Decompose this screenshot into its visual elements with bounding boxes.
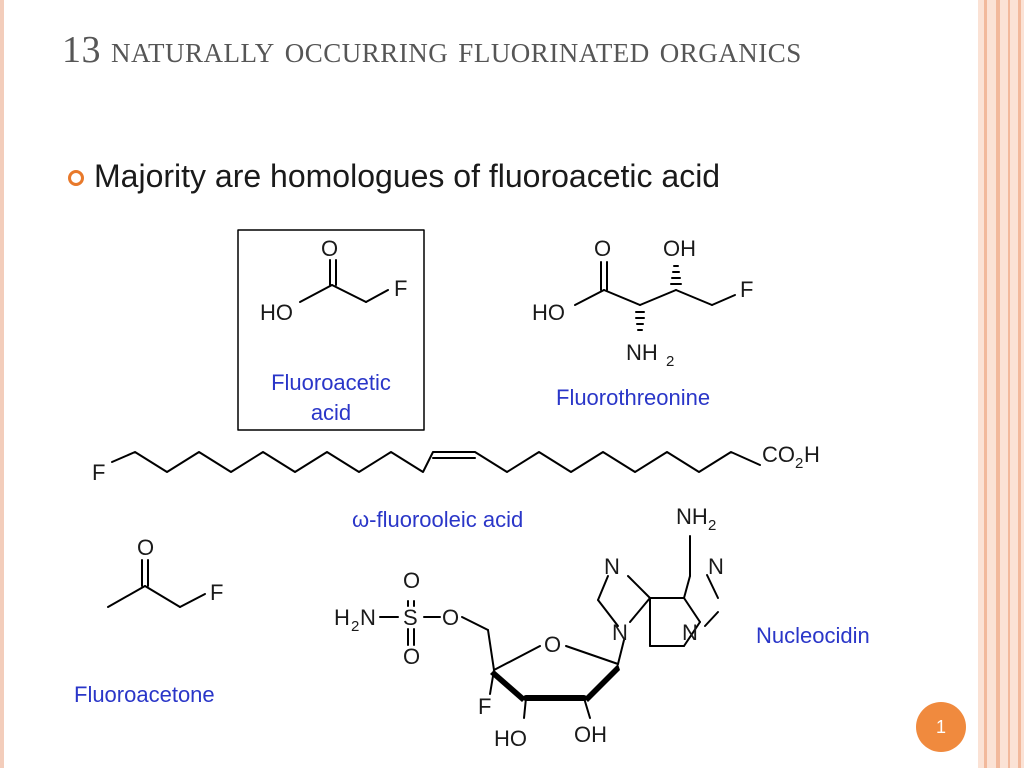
atom-label: O — [321, 236, 338, 261]
atom-label: N — [360, 605, 376, 630]
page-number-badge: 1 — [916, 702, 966, 752]
atom-label: O — [442, 605, 459, 630]
fluoroacetic-acid-structure — [237, 229, 425, 431]
atom-label-subscript: 2 — [795, 455, 803, 472]
atom-label: F — [92, 460, 105, 485]
atom-label-subscript: 2 — [666, 353, 674, 370]
atom-label: F — [740, 277, 753, 302]
bullet-text: Majority are homologues of fluoroacetic … — [94, 158, 721, 194]
atom-label: O — [403, 568, 420, 593]
nucleocidin-structure — [379, 535, 719, 719]
atom-label: N — [612, 620, 628, 645]
atom-label: H — [804, 442, 820, 467]
atom-label: HO — [532, 300, 565, 325]
atom-label: HO — [260, 300, 293, 325]
atom-label: F — [478, 694, 491, 719]
atom-label: HO — [494, 726, 527, 751]
atom-label-subscript: 2 — [351, 618, 359, 635]
atom-label: O — [403, 644, 420, 669]
fluoroacetone-structure — [107, 559, 206, 608]
molecule-name: acid — [311, 400, 351, 425]
molecule-name: Fluoroacetone — [74, 682, 215, 707]
fluorooleic-acid-structure — [111, 451, 761, 473]
atom-label: H — [334, 605, 350, 630]
atom-label: O — [137, 535, 154, 560]
atom-label: OH — [663, 236, 696, 261]
left-border-decoration — [0, 0, 4, 768]
molecule-name: Nucleocidin — [756, 623, 870, 648]
right-border-stripe — [1008, 0, 1010, 768]
molecule-name: Fluoroacetic — [271, 370, 391, 395]
atom-label: F — [210, 580, 223, 605]
atom-label: O — [594, 236, 611, 261]
right-border-stripe — [1018, 0, 1021, 768]
right-border-stripe — [984, 0, 987, 768]
wedge-bond — [584, 664, 620, 702]
atom-label: CO — [762, 442, 795, 467]
atom-label: N — [682, 620, 698, 645]
bullet-item: Majority are homologues of fluoroacetic … — [68, 158, 720, 195]
highlight-box — [237, 229, 425, 431]
atom-label: NH — [676, 504, 708, 529]
atom-label: NH — [626, 340, 658, 365]
atom-label: O — [544, 632, 561, 657]
molecule-name: Fluorothreonine — [556, 385, 710, 410]
atom-label: F — [394, 276, 407, 301]
molecule-name: ω-fluorooleic acid — [352, 507, 523, 532]
fluorothreonine-structure — [574, 261, 736, 331]
slide-title: 13 naturally occurring fluorinated organ… — [62, 29, 802, 71]
atom-label-subscript: 2 — [708, 517, 716, 534]
atom-label: S — [403, 605, 418, 630]
atom-label: N — [708, 554, 724, 579]
atom-label: N — [604, 554, 620, 579]
atom-label: OH — [574, 722, 607, 747]
wedge-bond — [490, 670, 526, 702]
right-border-stripe — [996, 0, 1000, 768]
bullet-ring-icon — [68, 169, 84, 186]
